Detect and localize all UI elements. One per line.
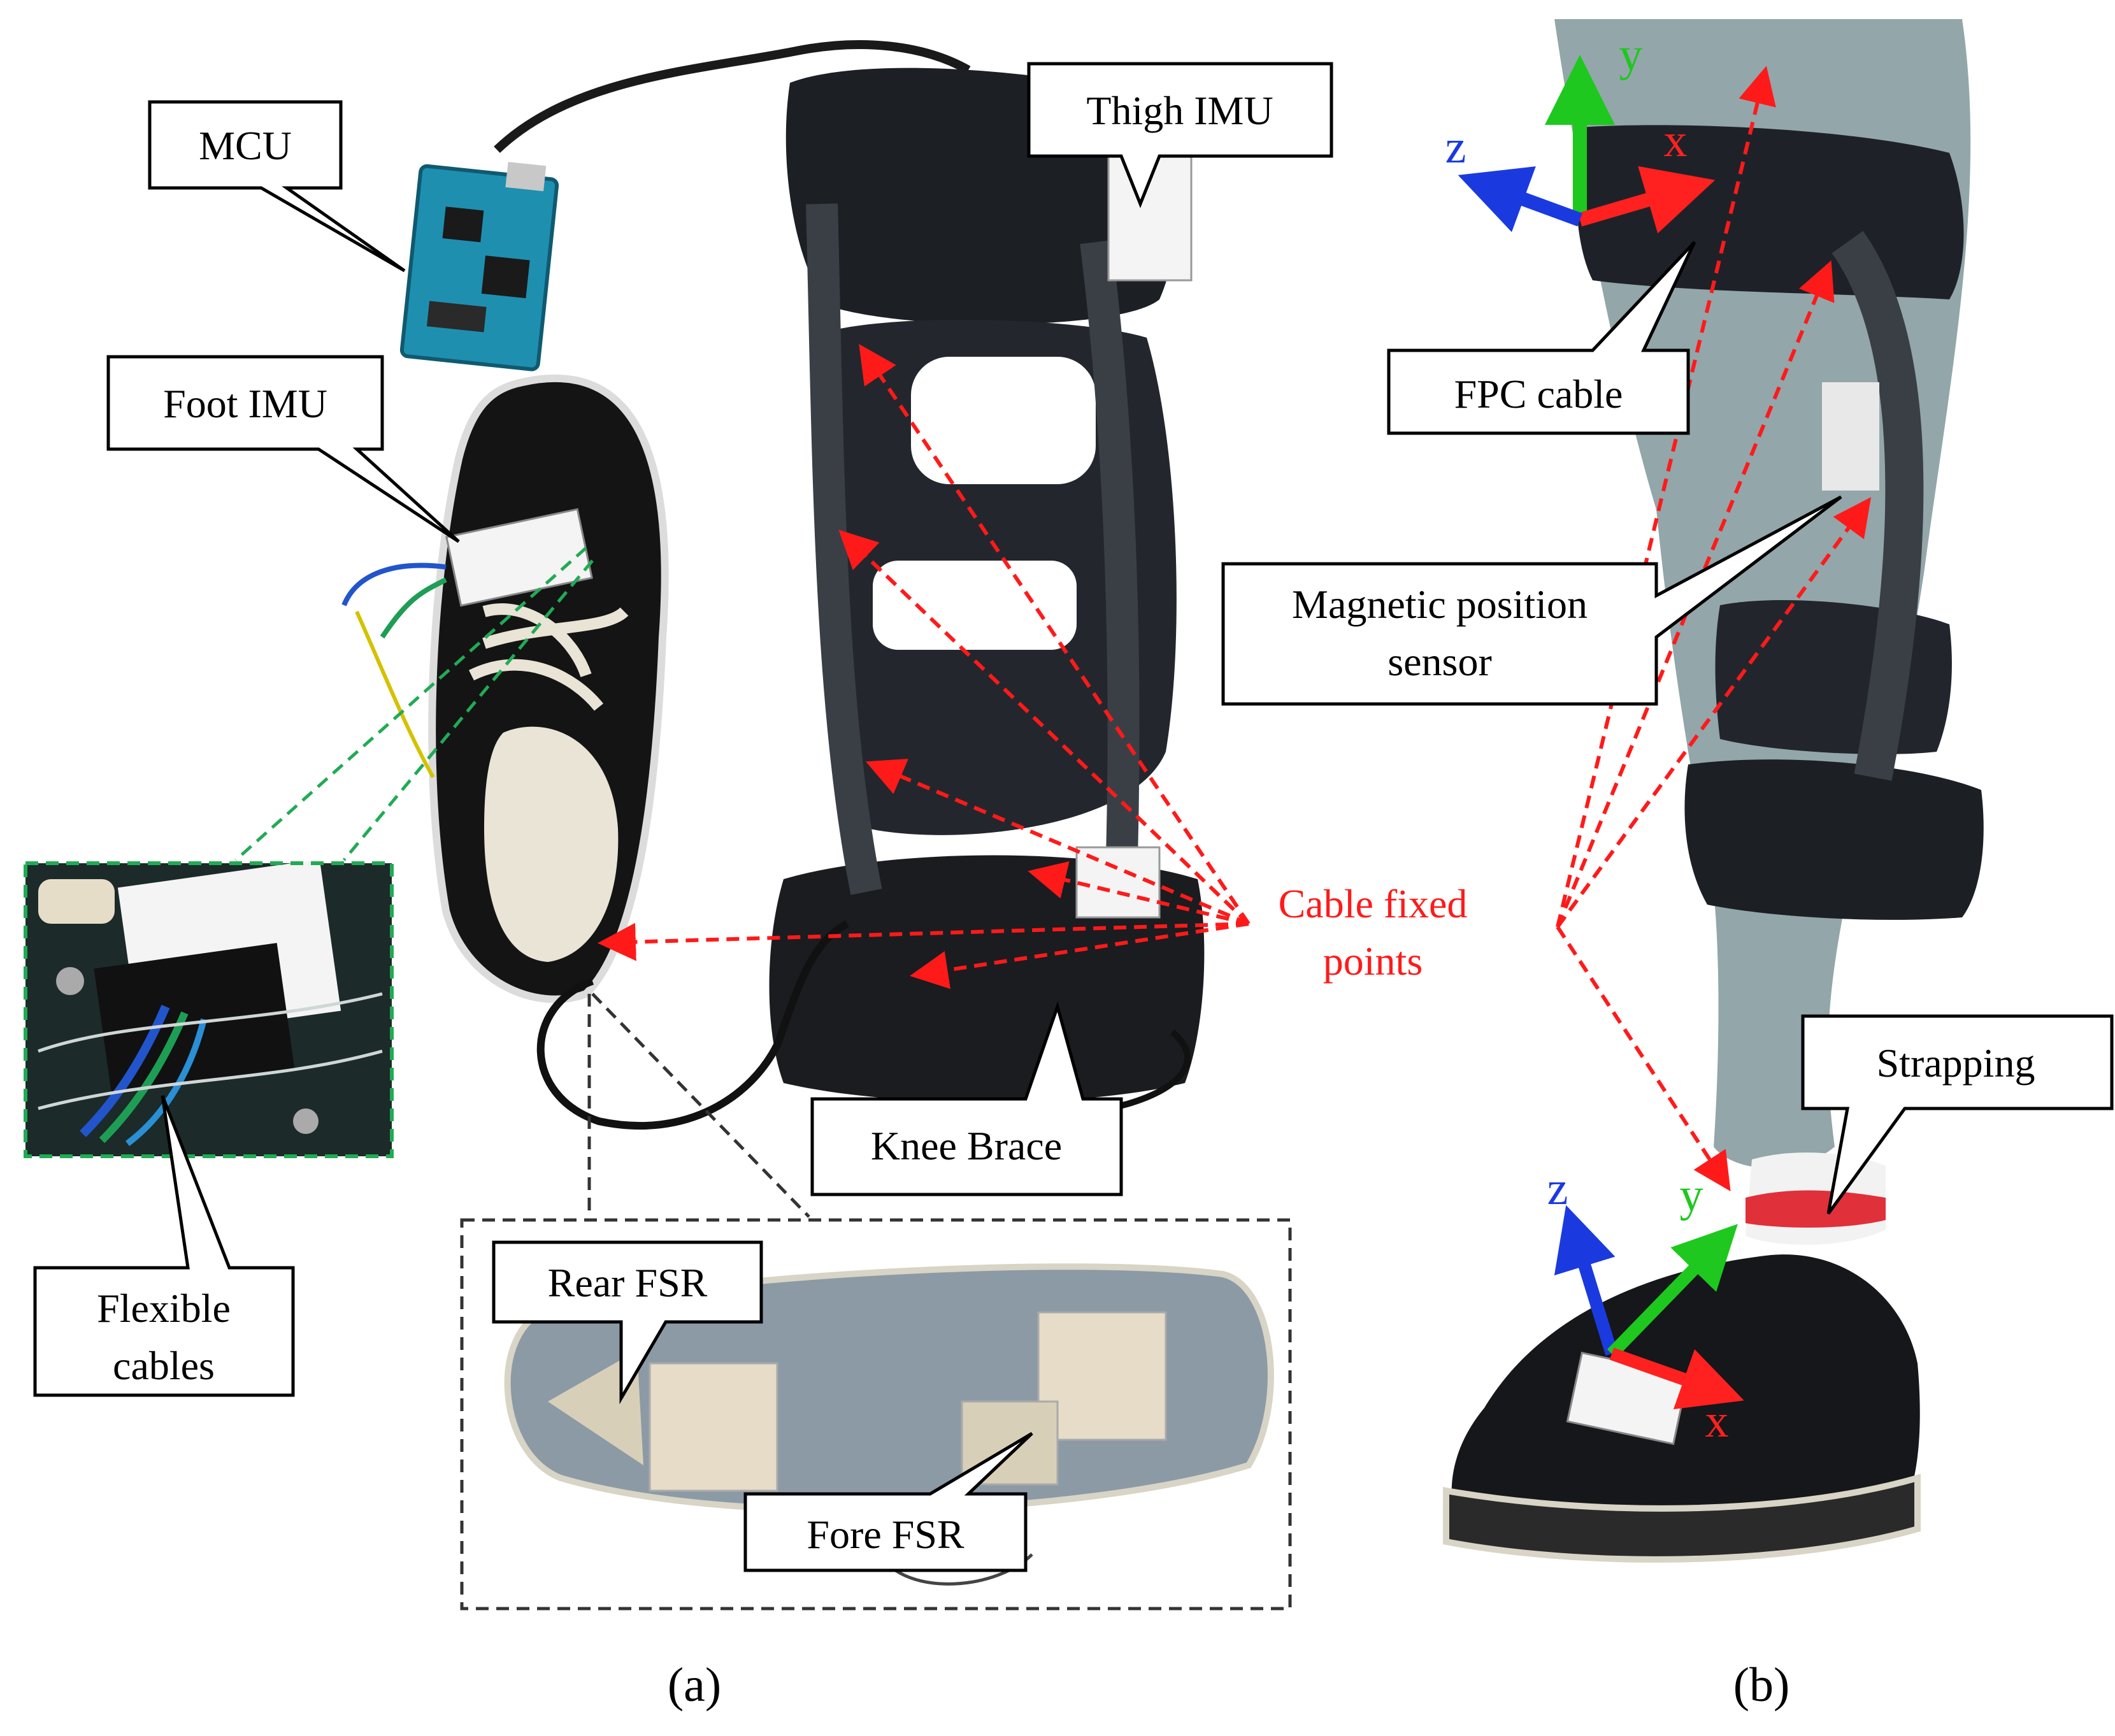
inset-zoom-lines: [234, 547, 594, 861]
strapping-callout: Strapping: [1801, 1014, 2114, 1215]
knee-brace-callout: Knee Brace: [810, 1001, 1123, 1196]
foot-z-axis-arrow: [1554, 1205, 1618, 1356]
cable-fixed-points-line-1: Cable fixed: [1279, 881, 1468, 926]
mcu-callout: MCU: [148, 100, 406, 273]
foot-y-label: y: [1680, 1169, 1703, 1221]
mcu-label: MCU: [199, 123, 292, 168]
fsr-insole-box: [460, 1218, 1292, 1610]
shoe-top-view-illustration: [341, 375, 669, 1003]
foot-coordinate-frame: z y x: [1547, 1163, 1744, 1447]
panel-b: y x z z y x FPC cable Magnetic: [1221, 19, 2114, 1712]
cable-fixed-point-arrows: [598, 344, 1251, 989]
flexible-cables-callout: Flexible cables: [33, 1095, 295, 1397]
fpc-cable-callout: FPC cable: [1387, 241, 1696, 435]
fore-fsr-label: Fore FSR: [807, 1512, 964, 1557]
thigh-imu-label: Thigh IMU: [1086, 88, 1273, 133]
fsr-zoom-lines: [587, 993, 810, 1218]
thigh-x-label: x: [1664, 115, 1688, 167]
thigh-z-label: z: [1445, 121, 1466, 173]
foot-x-label: x: [1705, 1395, 1729, 1447]
mcu-cable-illustration: [494, 40, 971, 154]
cable-fixed-points-label: Cable fixed points: [1279, 881, 1468, 984]
mcu-board-illustration: [399, 162, 559, 371]
foot-x-axis-arrow: [1609, 1347, 1744, 1410]
flexible-cables-inset: [24, 859, 394, 1158]
foot-z-label: z: [1547, 1163, 1568, 1215]
panel-a-caption: (a): [668, 1658, 721, 1712]
thigh-imu-callout: Thigh IMU: [1027, 62, 1333, 208]
magnetic-sensor-line-1: Magnetic position: [1292, 582, 1588, 627]
flexible-cables-line-2: cables: [113, 1343, 215, 1388]
thigh-y-label: y: [1619, 29, 1643, 81]
foot-imu-label: Foot IMU: [163, 381, 327, 426]
panel-a: MCU Thigh IMU Foot IMU Knee Brace Cable: [24, 40, 1468, 1712]
strapping-label: Strapping: [1877, 1040, 2035, 1086]
foot-imu-callout: Foot IMU: [106, 355, 460, 543]
thigh-x-axis-arrow: [1577, 166, 1716, 234]
thigh-z-axis-arrow: [1458, 166, 1582, 233]
thigh-coordinate-frame: y x z: [1445, 29, 1716, 234]
rear-fsr-callout: Rear FSR: [492, 1240, 763, 1405]
knee-brace-illustration: [769, 68, 1205, 1112]
shoe-cable-loop-illustration: [536, 920, 849, 1130]
magnetic-sensor-callout: Magnetic position sensor: [1221, 495, 1842, 706]
knee-brace-label: Knee Brace: [871, 1123, 1062, 1168]
foot-y-axis-arrow: [1607, 1224, 1738, 1358]
panel-b-caption: (b): [1733, 1658, 1790, 1712]
cable-fixed-points-line-2: points: [1323, 938, 1423, 984]
leg-photo-illustration: [1443, 19, 1984, 1563]
rear-fsr-label: Rear FSR: [548, 1260, 708, 1305]
fore-fsr-callout: Fore FSR: [743, 1431, 1033, 1572]
magnetic-sensor-line-2: sensor: [1387, 639, 1492, 684]
fpc-cable-label: FPC cable: [1454, 371, 1623, 417]
flexible-cables-line-1: Flexible: [97, 1286, 231, 1331]
